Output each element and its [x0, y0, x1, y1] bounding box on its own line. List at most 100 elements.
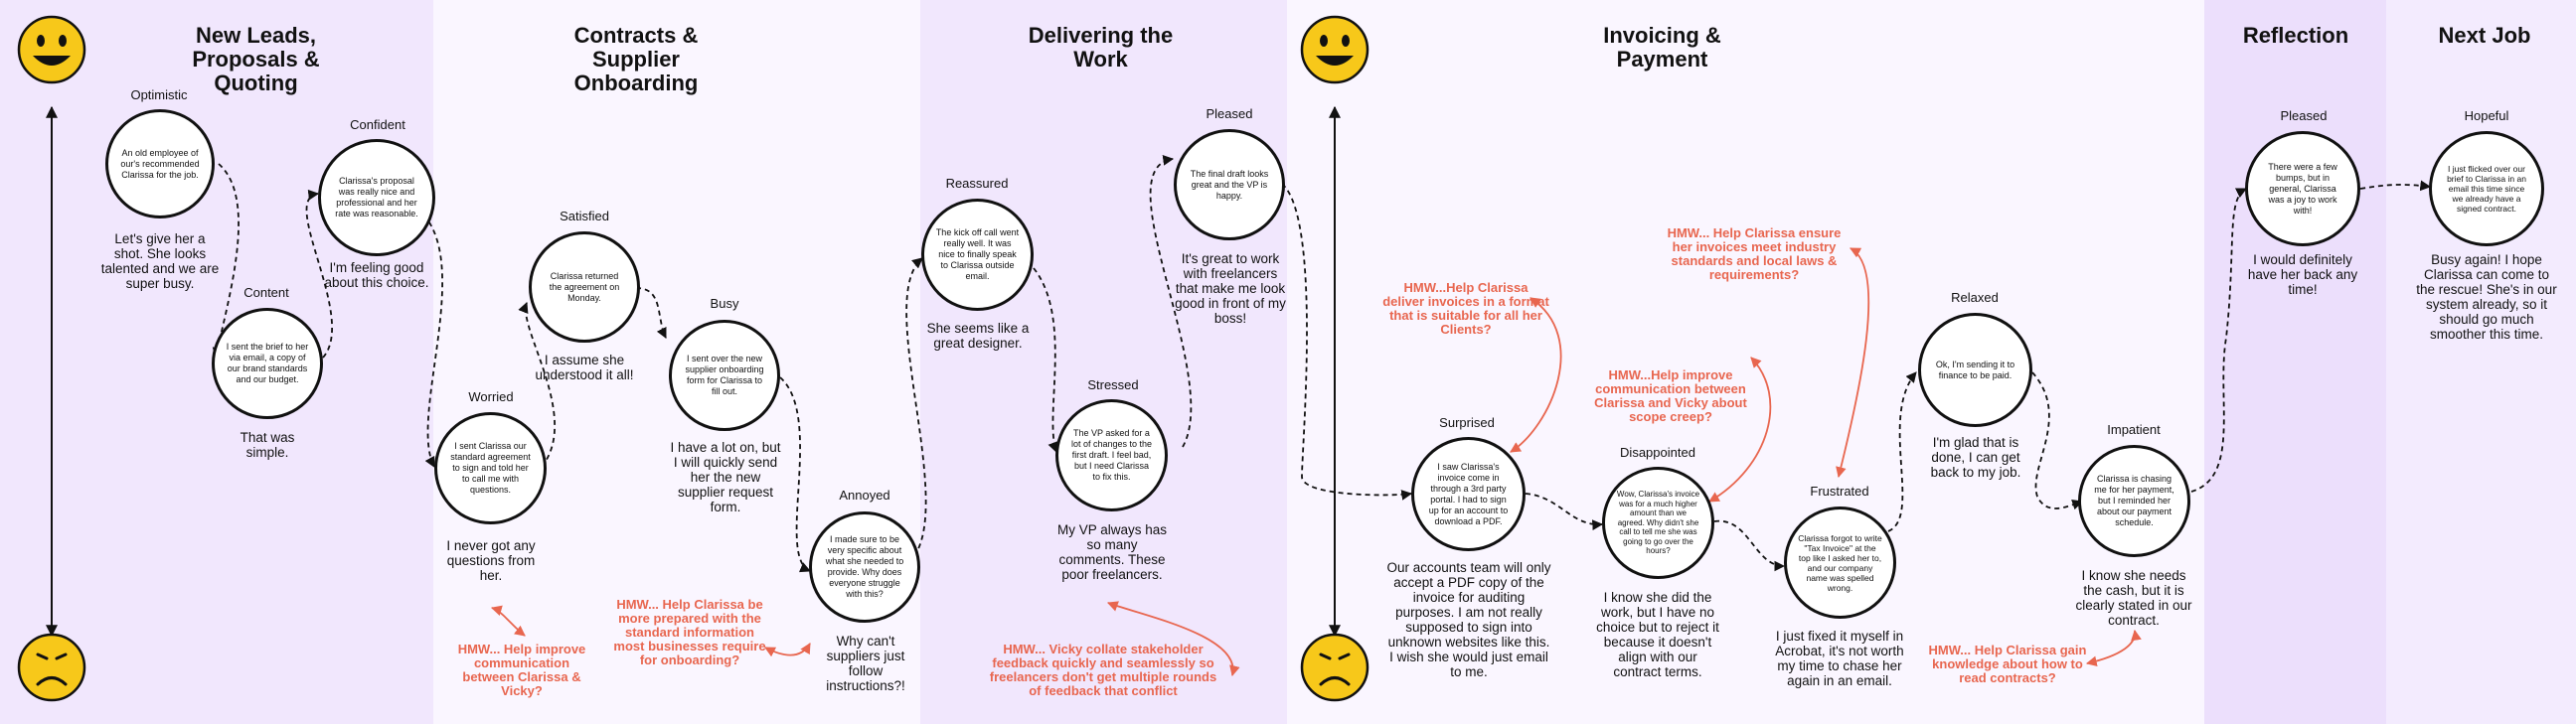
sad-face-icon [1300, 633, 1369, 702]
phase-title-nextjob: Next Job [2438, 23, 2531, 48]
moment-circle: I sent over the new supplier onboarding … [669, 320, 780, 431]
hmw-arrow-3 [1106, 601, 1240, 677]
moment-circle: Clarissa forgot to write "Tax Invoice" a… [1784, 507, 1896, 619]
moment-circle: Clarissa is chasing me for her payment, … [2078, 445, 2190, 557]
sad-face-icon [17, 633, 86, 702]
moment-circle: I just flicked over our brief to Clariss… [2429, 131, 2544, 246]
connector-3 [416, 208, 443, 468]
moment-text: The final draft looks great and the VP i… [1190, 168, 1269, 201]
connector-15 [2190, 188, 2247, 493]
moment-quote: I'm glad that is done, I can get back to… [1930, 435, 2021, 480]
moment-quote: I'm feeling good about this choice. [324, 260, 429, 290]
moment-quote: I assume she understood it all! [535, 353, 634, 382]
hmw-note: HMW...Help improve communication between… [1594, 367, 1747, 424]
moment-quote: I know she did the work, but I have no c… [1596, 590, 1719, 679]
moment-quote: Why can't suppliers just follow instruct… [826, 634, 905, 693]
moment-quote: That was simple. [240, 430, 295, 460]
moment-text: Clarissa's proposal was really nice and … [335, 176, 418, 218]
emotion-label: Confident [350, 117, 405, 132]
hmw-note: HMW... Help Clarissa gain knowledge abou… [1928, 643, 2087, 685]
moment-quote: I would definitely have her back any tim… [2247, 252, 2358, 297]
hmw-arrow-5 [1708, 357, 1772, 503]
moment-text: Clarissa forgot to write "Tax Invoice" a… [1798, 532, 1882, 593]
happy-face-icon [1300, 15, 1369, 84]
moment-circle: There were a few bumps, but in general, … [2245, 131, 2360, 246]
moment-circle: Clarissa returned the agreement on Monda… [529, 231, 640, 343]
moment-text: Ok, I'm sending it to finance to be paid… [1935, 359, 2015, 380]
moment-circle: Wow, Clarissa's invoice was for a much h… [1602, 467, 1714, 579]
hmw-note: HMW... Vicky collate stakeholder feedbac… [989, 642, 1217, 698]
moment-circle: Clarissa's proposal was really nice and … [318, 139, 435, 256]
emotion-label: Reassured [945, 176, 1009, 191]
emotion-label: Hopeful [2464, 108, 2509, 123]
phase-title-reflection: Reflection [2242, 23, 2349, 48]
emotion-label: Worried [468, 389, 514, 404]
moment-quote: I just fixed it myself in Acrobat, it's … [1775, 629, 1904, 688]
connector-10 [1281, 183, 1413, 501]
connector-12 [1713, 520, 1786, 572]
moment-text: The kick off call went really well. It w… [935, 227, 1020, 281]
moment-quote: It's great to work with freelancers that… [1175, 251, 1286, 326]
moment-text: I made sure to be very specific about wh… [825, 534, 904, 599]
moment-quote: Let's give her a shot. She looks talente… [100, 231, 220, 291]
moment-text: I sent over the new supplier onboarding … [685, 354, 764, 396]
emotion-label: Optimistic [130, 87, 188, 102]
phase-title-delivering: Delivering the Work [1028, 23, 1174, 72]
emotion-label: Relaxed [1951, 290, 1999, 305]
connector-13 [1887, 371, 1917, 532]
moment-quote: I have a lot on, but I will quickly send… [670, 440, 781, 514]
emotion-label: Surprised [1439, 415, 1495, 430]
emotion-label: Impatient [2107, 422, 2161, 437]
hmw-arrow-4 [1510, 297, 1562, 453]
phase-title-contracts: Contracts & Supplier Onboarding [573, 23, 699, 95]
moment-text: I saw Clarissa's invoice come in through… [1428, 461, 1509, 526]
emotion-label: Stressed [1087, 377, 1139, 392]
moment-text: The VP asked for a lot of changes to the… [1070, 428, 1153, 482]
emotion-label: Satisfied [560, 209, 609, 223]
emotion-label: Annoyed [839, 488, 890, 503]
moment-circle: I saw Clarissa's invoice come in through… [1411, 437, 1526, 551]
moment-quote: Busy again! I hope Clarissa can come to … [2416, 252, 2557, 342]
phase-band-nextjob [2386, 0, 2576, 724]
connector-2 [305, 189, 334, 359]
emotion-label: Pleased [2280, 108, 2328, 123]
moment-quote: I know she needs the cash, but it is cle… [2075, 568, 2192, 628]
moment-text: There were a few bumps, but in general, … [2268, 161, 2337, 216]
phase-title-invoicing: Invoicing & Payment [1603, 23, 1721, 72]
hmw-note: HMW... Help Clarissa be more prepared wi… [613, 597, 766, 667]
happy-face-icon [17, 15, 86, 84]
phase-title-leads: New Leads, Proposals & Quoting [192, 23, 320, 95]
connector-8 [1033, 267, 1058, 454]
emotion-label: Content [243, 285, 289, 300]
moment-text: I sent the brief to her via email, a cop… [226, 342, 309, 384]
moment-text: An old employee of our's recommended Cla… [120, 147, 200, 180]
moment-circle: The final draft looks great and the VP i… [1174, 129, 1285, 240]
moment-text: Wow, Clarissa's invoice was for a much h… [1616, 490, 1700, 556]
moment-circle: The kick off call went really well. It w… [921, 199, 1034, 311]
moment-quote: I never got any questions from her. [446, 538, 536, 583]
phase-band-reflection [2204, 0, 2386, 724]
connector-1 [212, 163, 240, 360]
hmw-arrow-7 [2085, 629, 2142, 667]
connector-4 [518, 301, 556, 468]
connector-14 [2031, 371, 2084, 510]
moment-circle: An old employee of our's recommended Cla… [105, 109, 215, 218]
hmw-note: HMW... Help improve communication betwee… [457, 642, 586, 698]
moment-text: I just flicked over our brief to Clariss… [2447, 164, 2526, 214]
moment-circle: I made sure to be very specific about wh… [809, 511, 920, 623]
connector-11 [1525, 493, 1604, 530]
connector-9 [1149, 155, 1193, 448]
connector-5 [635, 287, 667, 339]
connector-7 [905, 257, 927, 557]
hmw-note: HMW...Help Clarissa deliver invoices in … [1382, 280, 1549, 337]
moment-text: Clarissa is chasing me for her payment, … [2094, 474, 2174, 527]
emotion-label: Busy [710, 296, 739, 311]
moment-quote: She seems like a great designer. [926, 321, 1030, 351]
hmw-arrow-6 [1836, 247, 1870, 479]
moment-circle: Ok, I'm sending it to finance to be paid… [1918, 313, 2032, 427]
moment-text: Clarissa returned the agreement on Monda… [549, 270, 620, 303]
hmw-arrow-1 [490, 605, 526, 637]
moment-text: I sent Clarissa our standard agreement t… [450, 441, 531, 495]
moment-quote: My VP always has so many comments. These… [1056, 522, 1168, 582]
